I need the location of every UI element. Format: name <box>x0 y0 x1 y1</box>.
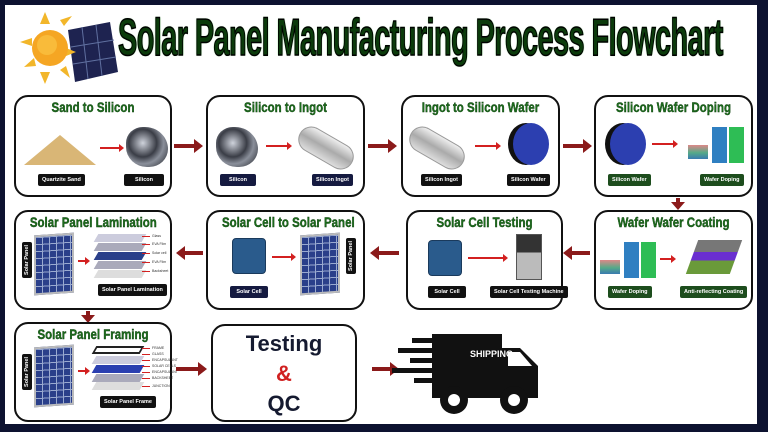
label-to: Anti-reflecting Coating <box>680 286 748 298</box>
layer-label: SOLAR CELLS <box>142 364 176 368</box>
step-title: Silicon Wafer Doping <box>615 99 732 115</box>
step-ingot-to-wafer: Ingot to Silicon Wafer Silicon Ingot Sil… <box>401 95 560 197</box>
step-title: Solar Cell to Solar Panel <box>221 214 355 230</box>
wafer-image <box>610 123 646 165</box>
layer-label: EVA Film <box>142 242 166 246</box>
label-from: Quartzite Sand <box>38 174 85 186</box>
sand-image <box>24 135 96 165</box>
inner-arrow <box>100 144 124 152</box>
step-title: Wafer Wafer Coating <box>617 214 730 230</box>
flow-arrow <box>176 362 207 376</box>
inner-arrow <box>272 253 296 261</box>
ingot-image <box>293 121 359 175</box>
step-title: Solar Panel Lamination <box>29 214 157 230</box>
label-to: Silicon <box>124 174 164 186</box>
testing-label: Testing <box>245 331 323 356</box>
inner-arrow <box>475 142 501 150</box>
silicon-image <box>126 127 168 167</box>
label-to: Solar Panel <box>346 238 356 274</box>
step-title: Sand to Silicon <box>51 99 135 115</box>
shipping-label: SHIPPING <box>470 349 514 359</box>
flow-arrow <box>174 139 203 153</box>
step-cell-to-panel: Solar Cell to Solar Panel Solar Panel So… <box>206 210 365 310</box>
flow-arrow <box>372 362 399 376</box>
layer-label: ENCAPSULANT <box>142 358 178 362</box>
doping-image <box>688 127 746 163</box>
label-from: Silicon Wafer <box>608 174 651 186</box>
step-wafer-coating: Wafer Wafer Coating Wafer Doping Anti-re… <box>594 210 753 310</box>
flow-arrow-down <box>81 311 95 323</box>
testing-qc-box: Testing & QC <box>211 324 357 422</box>
inner-arrow <box>266 142 292 150</box>
wafer-image <box>513 123 549 165</box>
label-from: Wafer Doping <box>608 286 652 298</box>
step-title: Ingot to Silicon Wafer <box>421 99 540 115</box>
flow-arrow <box>368 139 397 153</box>
step-solar-cell-testing: Solar Cell Testing Solar Cell Solar Cell… <box>406 210 568 310</box>
solar-panel-image <box>300 232 340 296</box>
solar-logo-icon <box>20 12 118 84</box>
inner-arrow <box>78 367 90 375</box>
qc-label: QC <box>267 391 301 416</box>
layer-label: BACKSHEET <box>142 376 173 380</box>
label-from: Silicon <box>220 174 256 186</box>
solar-cell-image <box>232 238 266 274</box>
label-to: Silicon Ingot <box>312 174 353 186</box>
step-wafer-doping: Silicon Wafer Doping Silicon Wafer Wafer… <box>594 95 753 197</box>
label-from: Solar Panel <box>22 242 32 278</box>
label-to: Wafer Doping <box>700 174 744 186</box>
label-from: Solar Cell <box>428 286 466 298</box>
step-sand-to-silicon: Sand to Silicon Quartzite Sand Silicon <box>14 95 172 197</box>
solar-panel-image <box>34 344 74 408</box>
label-to: Solar Panel Frame <box>100 396 156 408</box>
layer-label: FRAME <box>142 346 164 350</box>
flow-arrow-down <box>671 198 685 210</box>
inner-arrow <box>660 255 676 263</box>
step-title: Solar Panel Framing <box>37 326 149 342</box>
ampersand-label: & <box>276 361 292 386</box>
doping-image <box>600 242 658 278</box>
shipping-truck-icon <box>392 334 538 414</box>
step-panel-framing: Solar Panel Framing Solar Panel FRAME GL… <box>14 322 178 422</box>
layer-label: Backsheet <box>142 269 168 273</box>
flow-arrow <box>370 246 399 260</box>
page-title: Solar Panel Manufacturing Process Flowch… <box>118 8 724 68</box>
layer-label: EVA Film <box>142 260 166 264</box>
inner-arrow <box>652 140 678 148</box>
step-panel-lamination: Solar Panel Lamination Solar Panel Glass… <box>14 210 172 310</box>
label-to: Solar Cell Testing Machine <box>490 286 568 298</box>
flow-arrow <box>563 246 590 260</box>
inner-arrow <box>468 254 508 262</box>
label-from: Solar Cell <box>230 286 268 298</box>
flow-arrow <box>563 139 592 153</box>
label-to: Solar Panel Lamination <box>98 284 167 296</box>
step-title: Silicon to Ingot <box>244 99 327 115</box>
flow-arrow <box>176 246 203 260</box>
label-from: Solar Panel <box>22 354 32 390</box>
ingot-image <box>404 121 470 175</box>
testing-machine-image <box>516 234 542 280</box>
step-title: Solar Cell Testing <box>436 214 533 230</box>
label-from: Silicon Ingot <box>421 174 462 186</box>
coating-image <box>685 240 743 274</box>
step-silicon-to-ingot: Silicon to Ingot Silicon Silicon Ingot <box>206 95 365 197</box>
silicon-image <box>216 127 258 167</box>
solar-cell-image <box>428 240 462 276</box>
layer-label: GLASS <box>142 352 164 356</box>
layer-label: JUNCTION <box>142 384 170 388</box>
lamination-layers-image <box>93 234 148 280</box>
label-to: Silicon Wafer <box>507 174 550 186</box>
layer-label: Glass <box>142 234 161 238</box>
inner-arrow <box>78 257 90 265</box>
layer-label: Solar cell <box>142 251 166 255</box>
solar-panel-image <box>34 232 74 296</box>
layer-label: ENCAPSULANT <box>142 370 178 374</box>
framing-layers-image <box>91 346 146 392</box>
